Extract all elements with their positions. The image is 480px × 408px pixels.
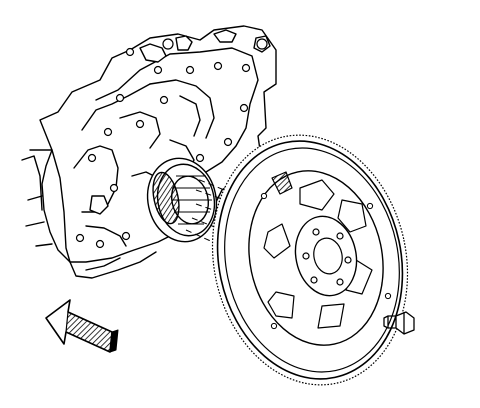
engine-block bbox=[21, 25, 277, 279]
flywheel-bolt bbox=[383, 311, 415, 335]
direction-arrow bbox=[45, 299, 119, 353]
flywheel bbox=[211, 134, 409, 386]
block-bolt-bosses bbox=[75, 38, 268, 249]
crankshaft-flange bbox=[146, 157, 218, 243]
